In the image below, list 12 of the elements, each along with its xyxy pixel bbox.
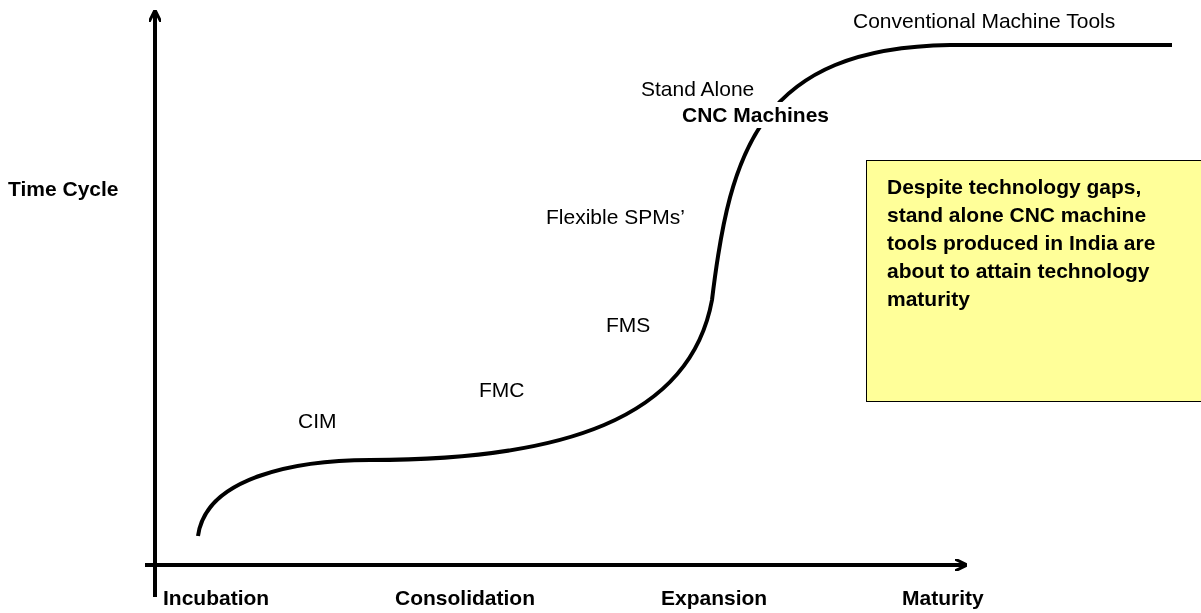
axis-label: Incubation <box>163 585 270 611</box>
curve-label: Stand Alone CNC Machines <box>641 76 830 128</box>
curve-label: Conventional Machine Tools <box>853 8 1116 34</box>
curve-label: Flexible SPMs’ <box>546 204 685 230</box>
axis-label: Consolidation <box>395 585 535 611</box>
axis-label: Expansion <box>661 585 768 611</box>
curve-label: FMS <box>606 312 651 338</box>
note-box: Despite technology gaps, stand alone CNC machine tools produced in India are about to attain technology maturity <box>866 160 1201 402</box>
curve-label: CIM <box>298 408 337 434</box>
curve-label: FMC <box>479 377 525 403</box>
axis-label: Maturity <box>902 585 984 611</box>
axis-title: Time Cycle <box>8 176 119 202</box>
